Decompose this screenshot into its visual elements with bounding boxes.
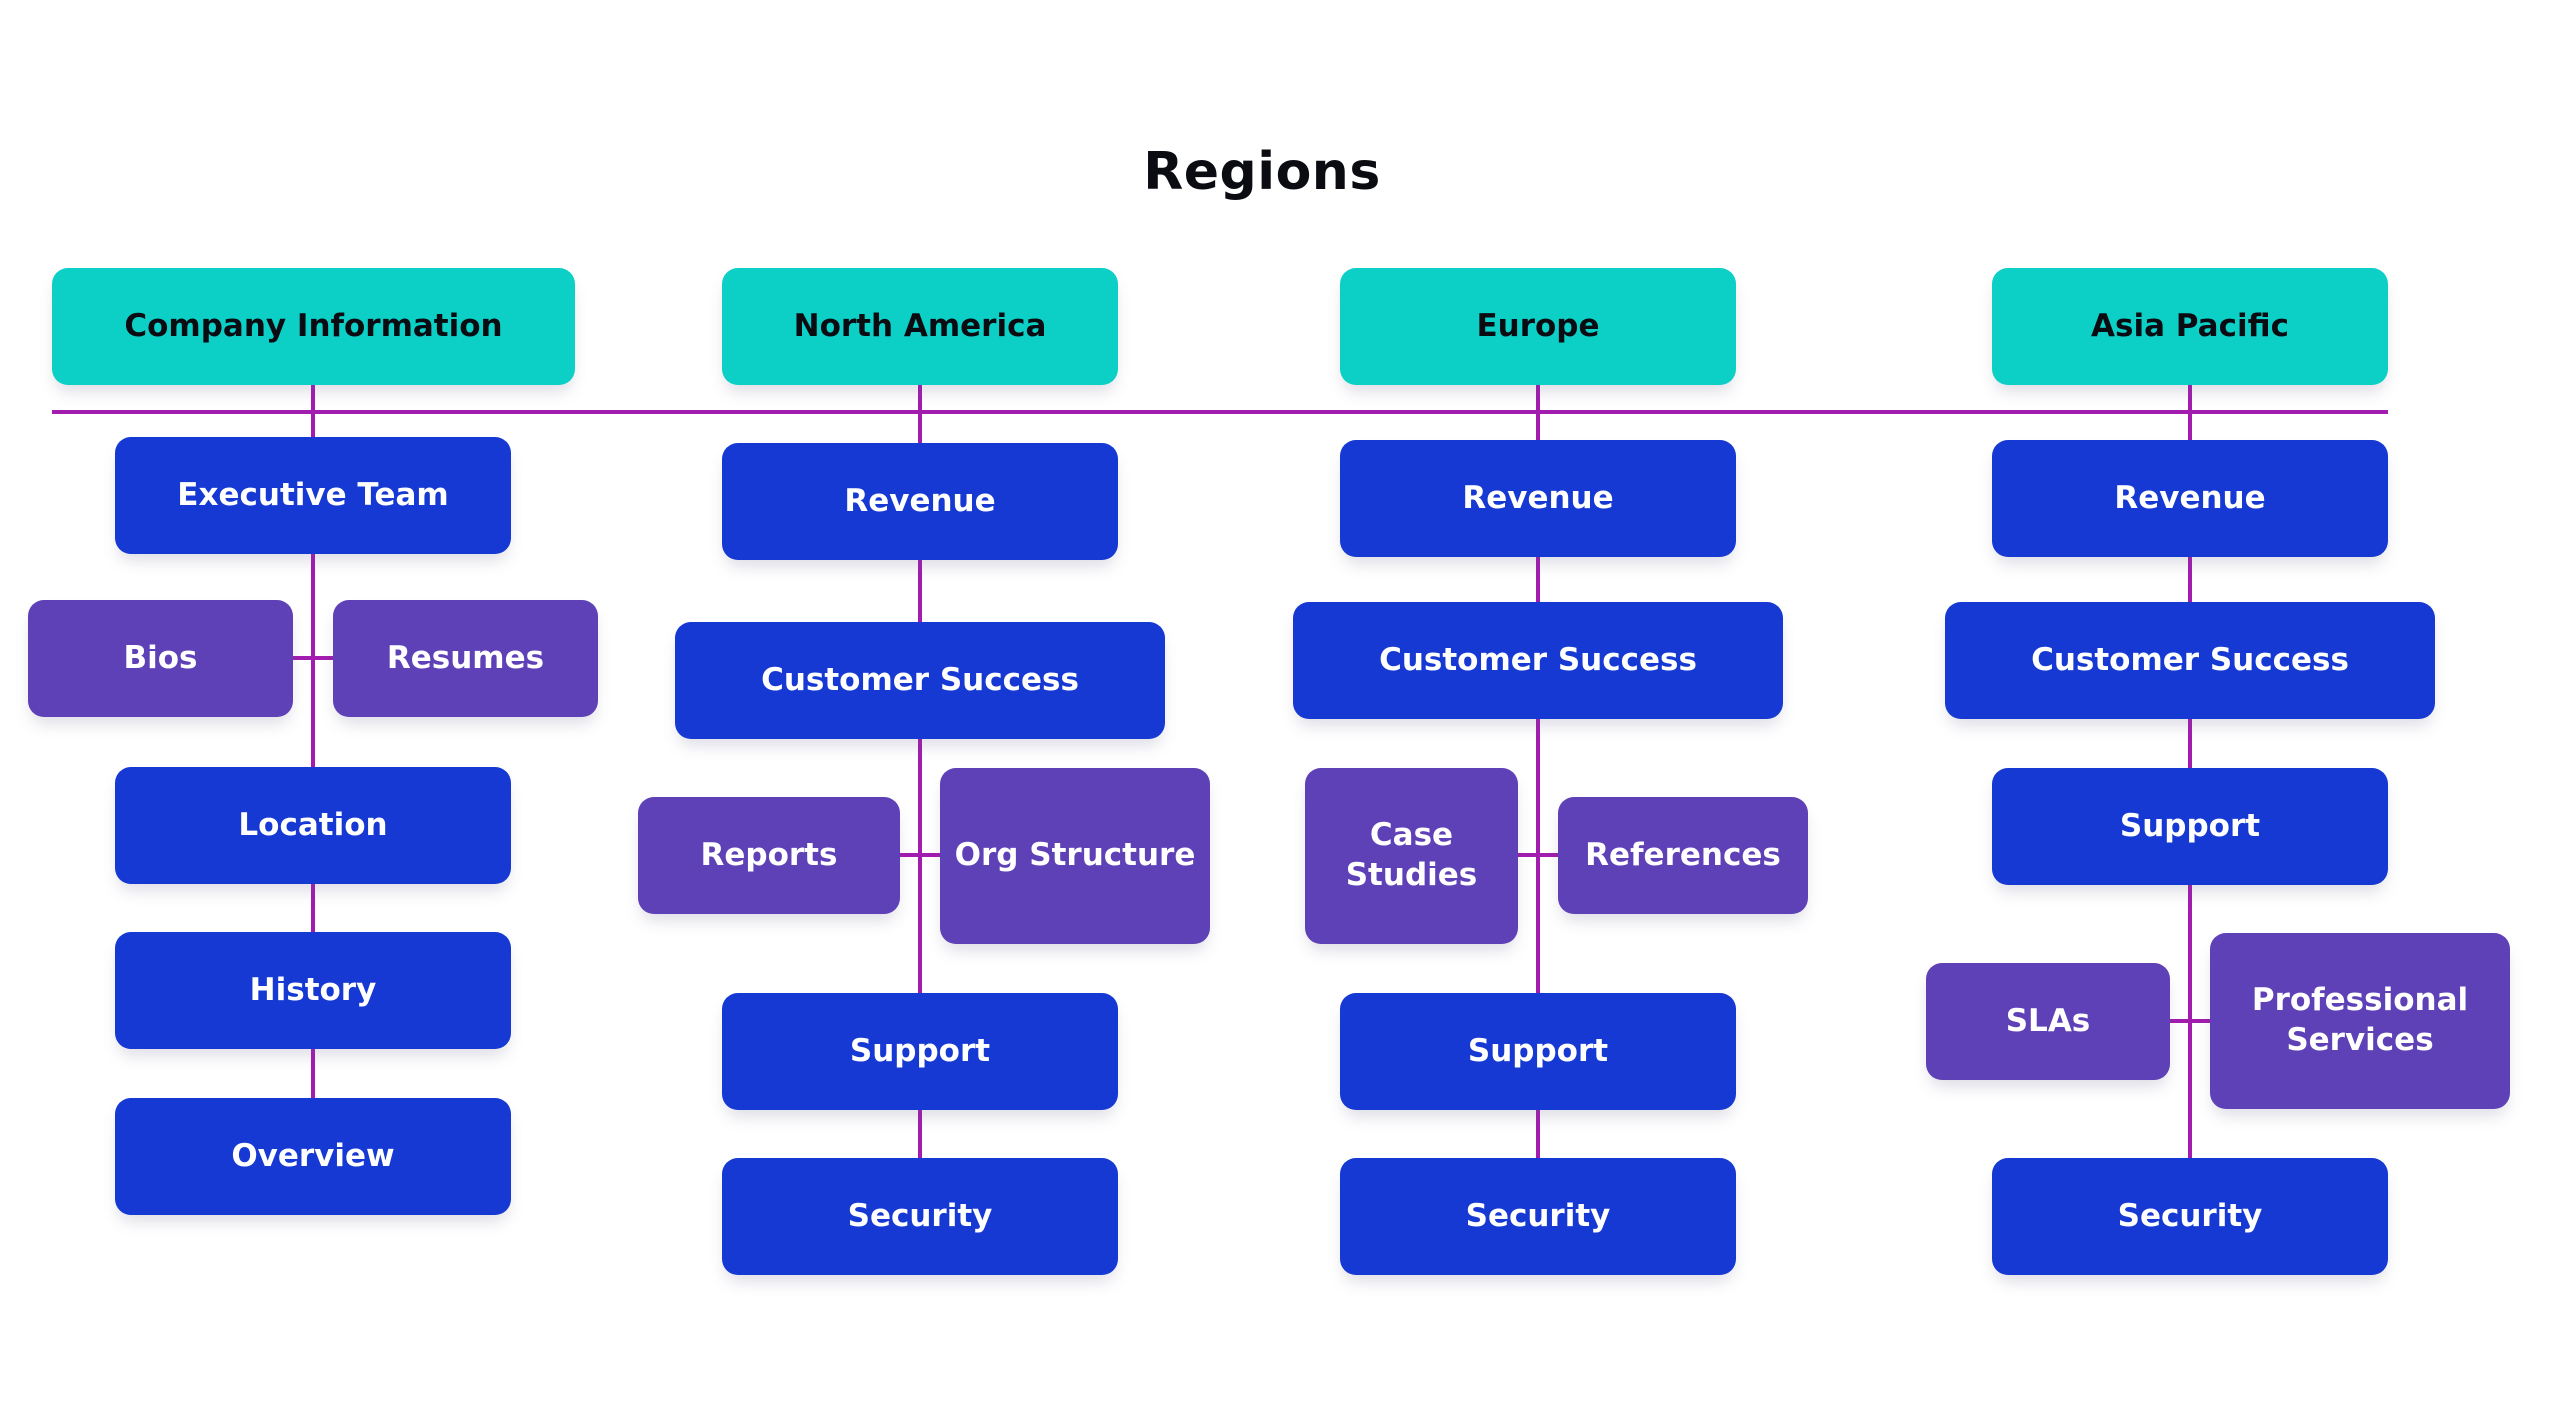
node-eu-case-studies: Case Studies <box>1305 768 1518 944</box>
node-na-customer-success: Customer Success <box>675 622 1165 739</box>
node-ap-slas: SLAs <box>1926 963 2170 1080</box>
node-na-revenue: Revenue <box>722 443 1118 560</box>
node-resumes: Resumes <box>333 600 598 717</box>
node-location: Location <box>115 767 511 884</box>
node-eu-references: References <box>1558 797 1808 914</box>
node-eu-security: Security <box>1340 1158 1736 1275</box>
node-europe: Europe <box>1340 268 1736 385</box>
node-eu-revenue: Revenue <box>1340 440 1736 557</box>
node-ap-revenue: Revenue <box>1992 440 2388 557</box>
connector-case-studies-references <box>1506 853 1570 857</box>
node-history: History <box>115 932 511 1049</box>
node-overview: Overview <box>115 1098 511 1215</box>
connector-vertical-north-america <box>918 385 922 1160</box>
node-ap-customer-success: Customer Success <box>1945 602 2435 719</box>
node-executive-team: Executive Team <box>115 437 511 554</box>
connector-vertical-company-information <box>311 385 315 1100</box>
node-company-information: Company Information <box>52 268 575 385</box>
node-north-america: North America <box>722 268 1118 385</box>
connector-reports-org-structure <box>888 853 952 857</box>
node-eu-support: Support <box>1340 993 1736 1110</box>
node-na-support: Support <box>722 993 1118 1110</box>
node-ap-security: Security <box>1992 1158 2388 1275</box>
node-na-security: Security <box>722 1158 1118 1275</box>
node-na-reports: Reports <box>638 797 900 914</box>
connector-slas-professional-services <box>2158 1019 2222 1023</box>
node-bios: Bios <box>28 600 293 717</box>
node-na-org-structure: Org Structure <box>940 768 1210 944</box>
chart-title: Regions <box>1143 142 1381 202</box>
node-eu-customer-success: Customer Success <box>1293 602 1783 719</box>
node-ap-professional-services: Professional Services <box>2210 933 2510 1109</box>
node-asia-pacific: Asia Pacific <box>1992 268 2388 385</box>
connector-bios-resumes <box>281 656 345 660</box>
connector-vertical-europe <box>1536 385 1540 1160</box>
connector-top-horizontal <box>52 410 2388 414</box>
node-ap-support: Support <box>1992 768 2388 885</box>
